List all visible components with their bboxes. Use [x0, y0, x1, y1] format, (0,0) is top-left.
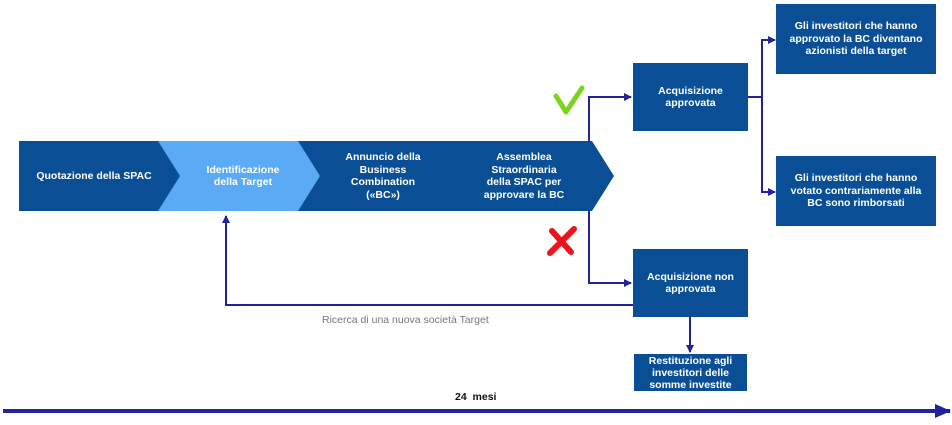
result-shareholders-box: Gli investitori che hanno approvato la B…	[776, 4, 936, 74]
result-refunded-box: Gli investitori che hanno votato contrar…	[776, 156, 936, 226]
step-label: Quotazione della SPAC	[36, 169, 152, 182]
result-refund-all-box: Restituzione agli investitori delle somm…	[634, 354, 747, 391]
step-quotazione: Quotazione della SPAC	[19, 141, 191, 211]
checkmark-icon	[553, 85, 585, 115]
loop-label: Ricerca di una nuova società Target	[322, 314, 489, 326]
step-annuncio: Annuncio della Business Combination («BC…	[298, 141, 470, 211]
loop-back-line	[222, 215, 647, 306]
cross-icon	[547, 226, 577, 256]
step-assemblea: Assemblea Straordinaria della SPAC per a…	[442, 141, 614, 211]
outcome-rejected-box: Acquisizione non approvata	[633, 249, 748, 317]
step-label: Annuncio della Business Combination («BC…	[345, 151, 421, 201]
branch-rejected-line	[588, 176, 632, 287]
step-label: Assemblea Straordinaria della SPAC per a…	[483, 151, 565, 201]
split-to-shareholders-line	[761, 36, 776, 110]
step-label: Identificazione della Target	[206, 163, 280, 189]
timeline-label: 24 mesi	[455, 391, 497, 403]
step-identificazione: Identificazione della Target	[158, 141, 330, 211]
split-to-refunded-line	[761, 97, 776, 196]
outcome-approved-box: Acquisizione approvata	[633, 63, 748, 131]
